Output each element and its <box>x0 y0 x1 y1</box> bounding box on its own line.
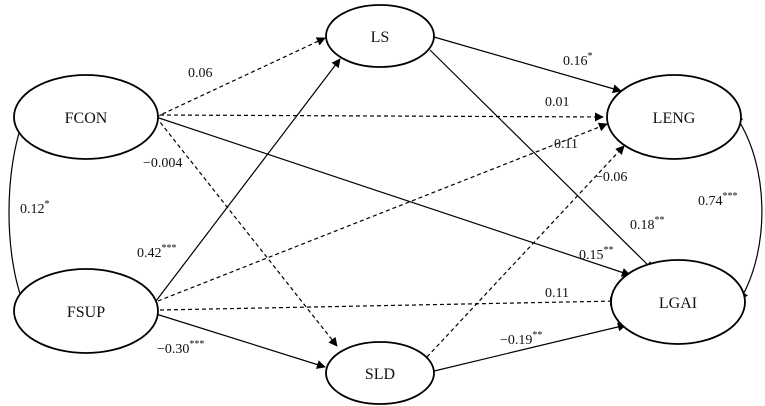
coef-fcon-sld: −0.004 <box>143 156 182 171</box>
path-fcon-sld <box>155 116 338 347</box>
node-fcon: FCON <box>13 74 159 160</box>
node-sld-label: SLD <box>365 366 395 383</box>
coef-ls-leng: 0.16* <box>563 51 593 69</box>
path-fsup-lgai <box>159 296 619 311</box>
node-ls-label: LS <box>371 29 390 46</box>
node-lgai-label: LGAI <box>659 295 697 312</box>
covariance-leng-lgai <box>734 114 763 301</box>
path-fsup-ls <box>155 58 341 302</box>
path-fcon-ls <box>155 37 326 118</box>
coef-ls-lgai: 0.18** <box>630 215 665 233</box>
node-lgai: LGAI <box>610 259 746 345</box>
node-leng: LENG <box>606 74 742 160</box>
path-fcon-lgai <box>155 116 631 277</box>
coef-fcon-leng: 0.01 <box>545 95 570 110</box>
path-sld-leng <box>426 145 625 358</box>
path-fsup-sld <box>155 313 326 369</box>
coef-fcon-lgai: 0.15** <box>579 245 614 263</box>
coef-sld-lgai: −0.19** <box>500 330 542 348</box>
coef-fcon-fsup-covariance: 0.12* <box>20 199 50 217</box>
path-fcon-leng <box>159 112 604 122</box>
node-sld: SLD <box>325 341 435 405</box>
path-sld-lgai <box>429 322 627 373</box>
node-ls: LS <box>325 4 435 68</box>
coef-fsup-lgai: 0.11 <box>545 286 569 301</box>
coef-leng-lgai-covariance: 0.74*** <box>698 191 738 209</box>
coef-sld-leng: −0.06 <box>595 170 627 185</box>
coef-fsup-sld: −0.30*** <box>157 339 204 357</box>
node-leng-label: LENG <box>653 110 696 127</box>
path-ls-leng <box>433 36 622 94</box>
node-fsup: FSUP <box>13 268 159 354</box>
coef-fsup-leng: 0.11 <box>554 137 578 152</box>
node-fcon-label: FCON <box>65 110 108 127</box>
path-fsup-leng <box>157 122 608 302</box>
covariance-fcon-fsup <box>8 117 26 306</box>
path-ls-lgai <box>429 49 654 271</box>
coef-fsup-ls: 0.42*** <box>137 243 177 261</box>
coef-fcon-ls: 0.06 <box>188 66 213 81</box>
node-fsup-label: FSUP <box>67 304 105 321</box>
